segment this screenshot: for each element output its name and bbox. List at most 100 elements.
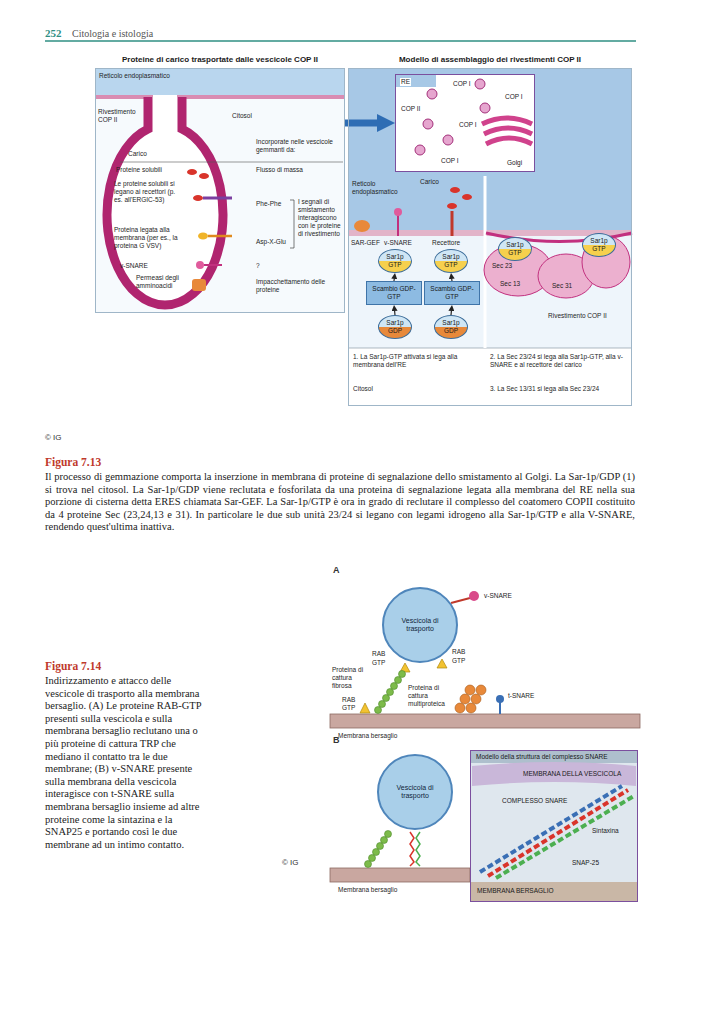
inset-box: Modello della struttura del complesso SN… [470, 750, 638, 902]
inset-label: COMPLESSO SNARE [501, 797, 568, 805]
soluble-protein [187, 169, 197, 175]
text-slot: COP I [440, 157, 460, 165]
node-text: Sar1p [506, 241, 523, 249]
vesicle-membrane [472, 762, 636, 786]
er-symbol [396, 75, 436, 87]
node-text: Sar1p [442, 319, 459, 327]
snare-helix [496, 796, 634, 878]
node-text: GTP [444, 261, 457, 269]
figure-label: t-SNARE [508, 692, 534, 700]
protein-oval: Sar1pGTP [582, 233, 616, 257]
label-slot: B [333, 735, 340, 745]
figure-label: Phe-Phe [256, 200, 281, 208]
figure-label: Proteina di cattura multiproteica [408, 684, 452, 708]
figure-label: Proteina legata alla membrana (per es., … [114, 226, 184, 250]
node-text: GDP [388, 327, 402, 335]
text-slot: SNAP-25 [571, 859, 600, 867]
label-slot: Rivestimento COP II [98, 108, 142, 124]
target-membrane [330, 714, 640, 728]
label-slot: Membrana bersaglio [338, 886, 397, 894]
soluble-protein [199, 173, 209, 179]
text-slot: Proteine di carico trasportate dalle ves… [96, 55, 344, 65]
label-slot: GTP [342, 704, 355, 712]
node-text: GTP [592, 245, 605, 253]
label-slot: Carico [128, 150, 147, 158]
sar-gef-symbol [354, 220, 370, 232]
fibrous-tether [365, 831, 392, 868]
node-text: Scambio GDP-GTP [371, 285, 417, 301]
label-slot: v-SNARE [384, 239, 412, 247]
figure-label: Permeasi degli amminoacidi [136, 274, 188, 290]
cargo-panel-art [153, 95, 177, 101]
vesicle-symbol [423, 119, 433, 129]
label-slot: A [333, 565, 340, 575]
multiprotein-tether [466, 703, 476, 713]
label-slot: Proteina di cattura multiproteica [408, 684, 452, 708]
node-text: Scambio GDP-GTP [429, 285, 475, 301]
label-slot: Figura 7.13 [45, 456, 101, 468]
figure-label: v-SNARE [120, 262, 148, 270]
figure-label: 2. La Sec 23/24 si lega alla Sar1p-GTP, … [490, 353, 628, 369]
snare-helix [410, 832, 414, 866]
label-slot: Proteina legata alla membrana (per es., … [114, 226, 184, 250]
panel-letter: A [333, 565, 340, 575]
inset-label: COP I [440, 157, 460, 165]
figure-label: Reticolo endoplasmatico [352, 180, 404, 196]
label-slot: Carico [420, 178, 439, 186]
budding-vesicle [107, 97, 223, 305]
label-slot: ? [256, 262, 260, 270]
label-slot: Sec 13 [500, 280, 520, 288]
v-snare-symbol [196, 261, 204, 269]
cargo-protein [462, 194, 472, 200]
inset-header [470, 750, 638, 763]
inset-label: Modello della struttura del complesso SN… [476, 753, 608, 761]
figure-label: Incorporate nelle vescicole gemmanti da: [256, 138, 342, 154]
golgi-symbol [482, 118, 532, 124]
fibrous-tether [383, 695, 390, 702]
multiprotein-tether [476, 685, 486, 695]
label-slot: Impacchettamento delle proteine [256, 278, 342, 294]
v-snare-symbol [451, 598, 470, 603]
fibrous-tether [395, 677, 402, 684]
node-text: Sar1p [590, 237, 607, 245]
label-slot: Rivestimento COP II [548, 312, 628, 320]
figure-label: Membrana bersaglio [338, 886, 397, 894]
figure-number: Figura 7.14 [45, 660, 101, 672]
label-slot: Le proteine solubili si legano ai recett… [114, 180, 182, 204]
figure-label: GTP [452, 657, 465, 665]
cargo-protein [450, 187, 460, 193]
protein-oval: Sar1pGDP [434, 315, 468, 339]
node-text: Vescicola di trasporto [391, 784, 439, 801]
inset-label: COP I [504, 93, 524, 101]
node-text: Sar1p [442, 253, 459, 261]
figure-label: Asp-X-Glu [256, 238, 286, 246]
figure-label: Rivestimento COP II [98, 108, 142, 124]
v-snare-symbol [394, 208, 402, 216]
inset-label: COP I [458, 121, 478, 129]
membrane-protein [198, 233, 208, 240]
figure-label: Sec 13 [500, 280, 520, 288]
label-slot: Membrana bersaglio [338, 732, 397, 740]
label-slot: v-SNARE [120, 262, 148, 270]
fibrous-tether [387, 689, 394, 696]
figure-label: Carico [128, 150, 147, 158]
header-rule [45, 40, 636, 42]
fibrous-tether [385, 831, 392, 838]
copyright-note: © IG [45, 433, 62, 443]
exchange-box: Scambio GDP-GTP [424, 281, 480, 305]
figure-label: I segnali di smistamento interagiscono c… [298, 198, 343, 238]
multiprotein-tether [471, 694, 481, 704]
exchange-box: Scambio GDP-GTP [366, 281, 422, 305]
figure-label: Flusso di massa [256, 166, 303, 174]
inset-label: RE [400, 78, 411, 86]
text-slot: MEMBRANA DELLA VESCICOLA [523, 770, 621, 778]
fibrous-tether [399, 671, 406, 678]
multiprotein-tether [460, 694, 470, 704]
figure-number: Figura 7.13 [45, 456, 101, 468]
text-slot: RE [400, 78, 411, 86]
text-slot: Modello di assemblaggio dei rivestimenti… [349, 55, 631, 65]
target-membrane [330, 868, 470, 882]
label-slot: 1. La Sar1p-GTP attivata si lega alla me… [353, 353, 478, 369]
panel-letter: B [333, 735, 340, 745]
